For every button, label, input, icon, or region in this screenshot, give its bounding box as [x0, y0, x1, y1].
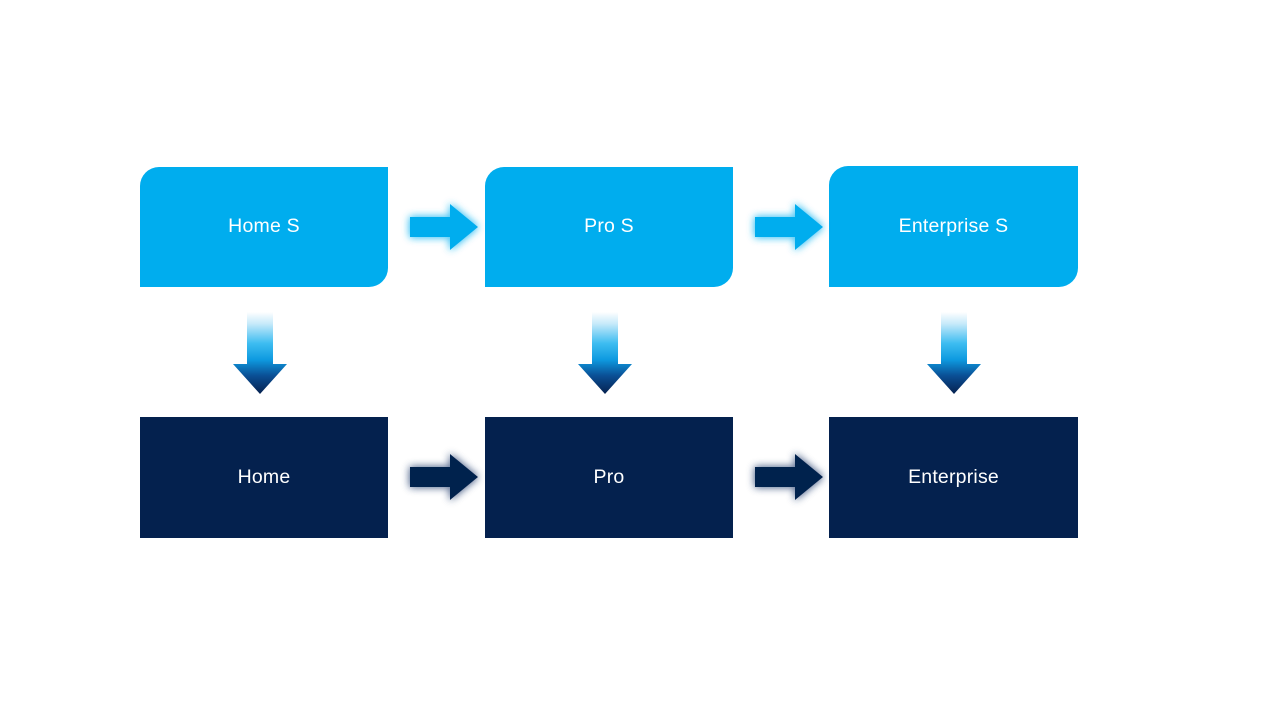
arrow-down-icon-home-s-to-home — [224, 310, 296, 398]
arrow-right-icon-home-s-to-pro-s — [400, 196, 486, 258]
node-home-label: Home — [237, 465, 291, 488]
node-pro-label: Pro — [593, 465, 625, 488]
node-pro[interactable]: Pro — [485, 417, 733, 538]
node-enterprise-s-label: Enterprise S — [898, 214, 1009, 237]
node-pro-s-label: Pro S — [584, 215, 634, 238]
arrow-right-icon-pro-to-enterprise — [745, 446, 831, 508]
arrow-down-icon-pro-s-to-pro — [569, 310, 641, 398]
node-pro-s[interactable]: Pro S — [485, 167, 733, 287]
arrow-right-icon-pro-s-to-enterprise-s — [745, 196, 831, 258]
arrow-down-icon-enterprise-s-to-enterprise — [918, 310, 990, 398]
node-enterprise[interactable]: Enterprise — [829, 417, 1078, 538]
node-home-s[interactable]: Home S — [140, 167, 388, 287]
node-enterprise-s[interactable]: Enterprise S — [829, 166, 1078, 287]
node-home[interactable]: Home — [140, 417, 388, 538]
node-enterprise-label: Enterprise — [908, 465, 999, 488]
arrow-right-icon-home-to-pro — [400, 446, 486, 508]
node-home-s-label: Home S — [228, 215, 300, 238]
